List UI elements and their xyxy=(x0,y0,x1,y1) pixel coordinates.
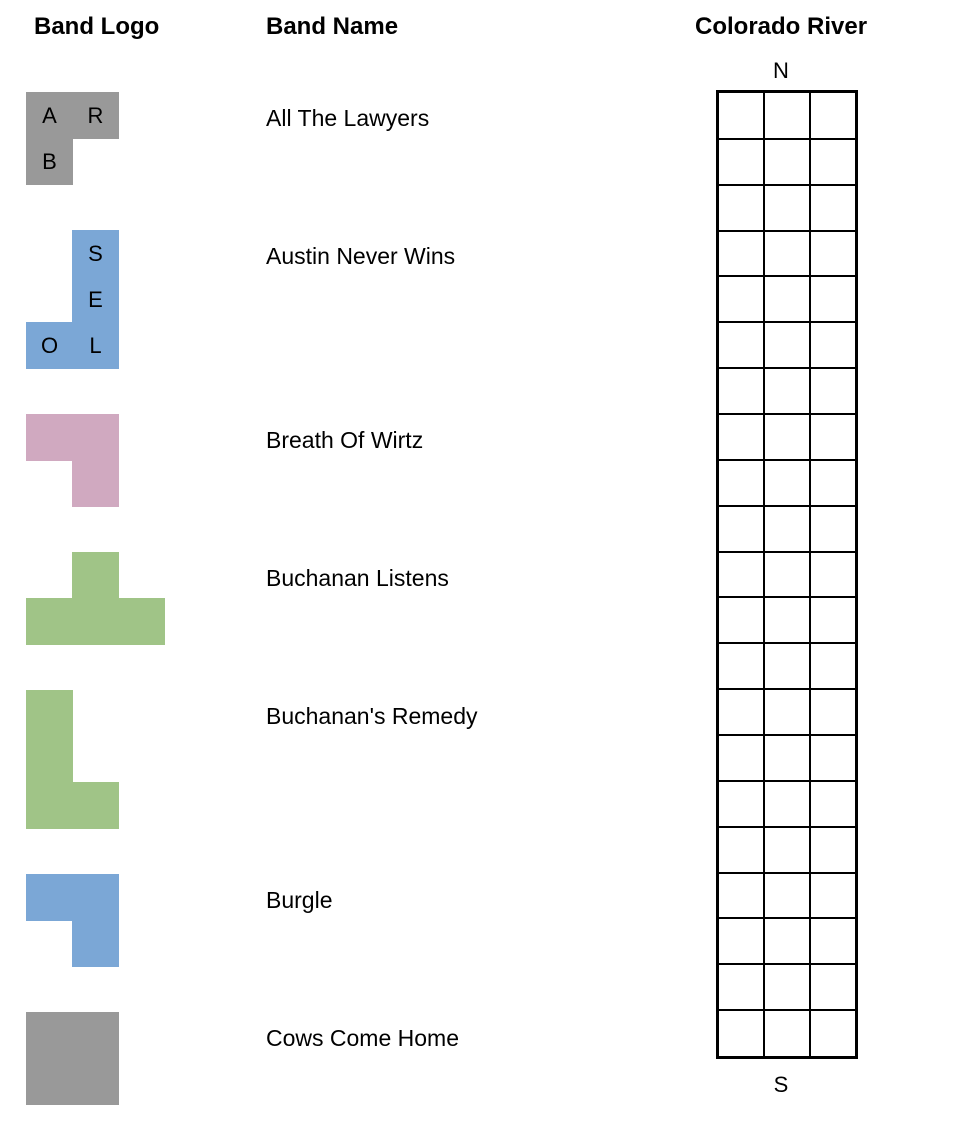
compass-south-label: S xyxy=(773,1072,789,1097)
river-grid-column-line xyxy=(808,93,811,1056)
logo-cell xyxy=(72,552,119,599)
logo-cell: L xyxy=(72,322,119,369)
river-grid-row-line xyxy=(719,688,855,691)
river-grid-row-line xyxy=(719,137,855,140)
band-name: Buchanan's Remedy xyxy=(266,703,478,729)
logo-cell xyxy=(26,414,73,461)
logo-cell xyxy=(72,920,119,967)
band-name: All The Lawyers xyxy=(266,105,430,131)
band-name: Austin Never Wins xyxy=(266,243,456,269)
river-grid-column-line xyxy=(763,93,766,1056)
band-name: Burgle xyxy=(266,887,333,913)
logo-cell xyxy=(72,874,119,921)
logo-cell xyxy=(72,1058,119,1105)
band-name-header: Band Name xyxy=(266,13,399,40)
logo-cell: S xyxy=(72,230,119,277)
logo-cell xyxy=(26,1012,73,1059)
logo-cell xyxy=(26,1058,73,1105)
logo-cell xyxy=(26,874,73,921)
river-grid-row-line xyxy=(719,275,855,278)
river-grid-row-line xyxy=(719,825,855,828)
logo-cell: O xyxy=(26,322,73,369)
logo-cell xyxy=(26,736,73,783)
colorado-river-grid xyxy=(716,90,858,1059)
band-name: Buchanan Listens xyxy=(266,565,449,591)
logo-cell xyxy=(72,1012,119,1059)
logo-cell xyxy=(72,598,119,645)
colorado-river-header: Colorado River xyxy=(695,13,868,40)
river-grid-row-line xyxy=(719,321,855,324)
river-grid-row-line xyxy=(719,1009,855,1012)
river-grid-row-line xyxy=(719,504,855,507)
river-grid-row-line xyxy=(719,917,855,920)
logo-cell xyxy=(72,782,119,829)
river-grid-row-line xyxy=(719,871,855,874)
logo-cell xyxy=(26,690,73,737)
logo-cell: B xyxy=(26,138,73,185)
logo-cell: R xyxy=(72,92,119,139)
logo-cell xyxy=(72,460,119,507)
river-grid-row-line xyxy=(719,963,855,966)
logo-cell xyxy=(26,782,73,829)
logo-cell xyxy=(118,598,165,645)
river-grid-row-line xyxy=(719,458,855,461)
river-grid-row-line xyxy=(719,642,855,645)
band-logo-header: Band Logo xyxy=(34,13,160,40)
river-grid-row-line xyxy=(719,596,855,599)
river-grid-row-line xyxy=(719,367,855,370)
logo-cell: E xyxy=(72,276,119,323)
river-grid-row-line xyxy=(719,413,855,415)
logo-cell xyxy=(26,598,73,645)
river-grid-row-line xyxy=(719,779,855,782)
compass-north-label: N xyxy=(773,58,789,83)
logo-cell: A xyxy=(26,92,73,139)
river-grid-row-line xyxy=(719,229,855,232)
logo-cell xyxy=(72,414,119,461)
band-name: Cows Come Home xyxy=(266,1025,459,1051)
river-grid-border xyxy=(716,90,858,1059)
river-grid-row-line xyxy=(719,550,855,553)
river-grid-row-line xyxy=(719,183,855,186)
river-grid-row-line xyxy=(719,734,855,736)
band-name: Breath Of Wirtz xyxy=(266,427,424,453)
